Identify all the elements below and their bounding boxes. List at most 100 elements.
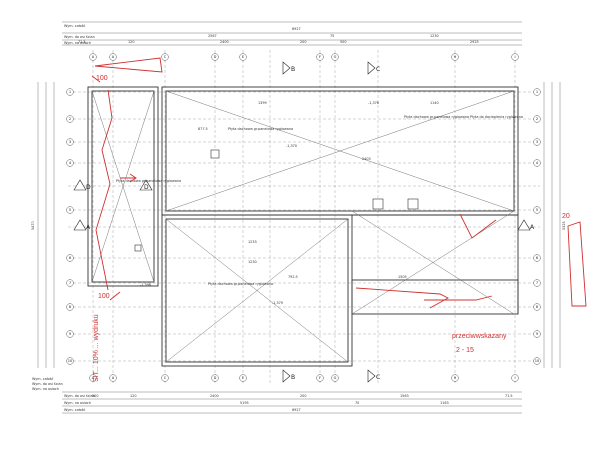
- svg-text:2: 2: [69, 117, 71, 121]
- svg-text:2: 2: [536, 117, 538, 121]
- svg-text:F: F: [319, 55, 321, 59]
- svg-text:A: A: [92, 376, 95, 380]
- dim-label-5: 1233: [248, 240, 257, 244]
- grid-bubble-bottom-F: F: [316, 374, 324, 382]
- svg-text:1: 1: [69, 90, 71, 94]
- grid-bubble-left-8: 8: [66, 303, 74, 311]
- top-small-dim-4: 200: [300, 40, 306, 44]
- grid-bubble-top-H: H: [451, 53, 459, 61]
- grid-bubble-bottom-H: H: [451, 374, 459, 382]
- grid-bubble-bottom-A2: A: [109, 374, 117, 382]
- svg-text:H: H: [454, 55, 457, 59]
- top-dimension-strip: [62, 21, 522, 46]
- grid-bubble-right-8: 8: [533, 303, 541, 311]
- svg-text:4: 4: [69, 161, 72, 165]
- grid-bubble-right-1: 1: [533, 88, 541, 96]
- grid-bubble-bottom-E: E: [239, 374, 247, 382]
- grid-bubble-top-I: I: [511, 53, 519, 61]
- svg-text:E: E: [242, 376, 245, 380]
- dim-label-3: 877.5: [198, 127, 208, 131]
- grid-bubble-bottom-G: G: [331, 374, 339, 382]
- top-small-dim-3: 2400: [220, 40, 229, 44]
- svg-text:9: 9: [69, 332, 72, 336]
- grid-bubble-right-4: 4: [533, 159, 541, 167]
- grid-bubble-right-3: 3: [533, 138, 541, 146]
- top-row-label-2: Wym. do osi ścian: [64, 35, 95, 39]
- svg-text:D: D: [214, 376, 217, 380]
- left-row-label-3: Wym. na osiach: [32, 387, 59, 391]
- bottom-row-label-3: Wym. całość: [64, 408, 86, 412]
- bottom-mid-dim-1: 5195: [240, 401, 249, 405]
- grid-bubbles-bottom: A A C D E F G H I: [89, 374, 519, 382]
- grid-bubble-top-A2: A: [109, 53, 117, 61]
- grid-lines: [68, 50, 540, 385]
- grid-bubble-top-F: F: [316, 53, 324, 61]
- svg-text:F: F: [319, 376, 321, 380]
- svg-text:10: 10: [68, 359, 73, 363]
- svg-text:8: 8: [536, 305, 539, 309]
- svg-text:10: 10: [535, 359, 540, 363]
- bottom-small-dim-4: 200: [300, 394, 306, 398]
- dim-label-8: 1230: [248, 260, 257, 264]
- svg-text:9: 9: [536, 332, 539, 336]
- top-small-dim-6: 2925: [470, 40, 479, 44]
- svg-text:1: 1: [536, 90, 538, 94]
- bottom-mid-dim-3: 1163: [440, 401, 449, 405]
- grid-bubble-left-10: 10: [66, 357, 74, 365]
- top-total-dim: 6927: [292, 27, 301, 31]
- grid-bubble-right-7: 7: [533, 279, 541, 287]
- building-outline: [87, 86, 519, 367]
- svg-text:8: 8: [69, 305, 72, 309]
- level-label-2: -1,376: [368, 101, 379, 105]
- roof-label-e: Płyta dachowa gr.panelowa ryglowana: [208, 282, 273, 286]
- markup-note-left-vertical: SIT... 10% ... wydruku: [93, 314, 100, 382]
- roof-label-d: Płyta dachowa gr.panelowa ryglowana: [116, 179, 181, 183]
- svg-text:A: A: [92, 55, 95, 59]
- svg-text:G: G: [334, 55, 337, 59]
- left-total-dim: 5470: [31, 221, 35, 230]
- section-mark-bb-bottom: B: [291, 374, 295, 381]
- grid-bubble-right-6: 6: [533, 254, 541, 262]
- red-markup: [91, 57, 587, 309]
- dim-label-4: 2403: [362, 157, 371, 161]
- roof-label-b: Płyta dachowa gr.panelowa ryglowana: [404, 115, 469, 119]
- svg-text:C: C: [164, 55, 167, 59]
- grid-bubble-top-C: C: [161, 53, 169, 61]
- markup-note-right-1: przeciwwskazany: [452, 333, 507, 340]
- section-mark-cc-top: C: [376, 66, 380, 73]
- svg-text:3: 3: [69, 140, 71, 144]
- svg-text:I: I: [514, 55, 515, 59]
- top-small-dim-5: 500: [340, 40, 346, 44]
- grid-bubble-top-D: D: [211, 53, 219, 61]
- roof-label-c: Płyta do docieplenia ryglowana: [470, 115, 523, 119]
- left-row-label-1: Wym. całość: [32, 377, 54, 381]
- grid-bubble-left-7: 7: [66, 279, 74, 287]
- grid-bubbles-left: 1 2 3 4 5 6 7 8 9 10: [66, 88, 74, 365]
- svg-text:I: I: [514, 376, 515, 380]
- grid-bubble-left-1: 1: [66, 88, 74, 96]
- section-mark-cc-bottom: C: [376, 374, 380, 381]
- bottom-total-dim: 6927: [292, 408, 301, 412]
- grid-bubble-left-2: 2: [66, 115, 74, 123]
- grid-bubble-right-5: 5: [533, 206, 541, 214]
- svg-text:7: 7: [69, 281, 71, 285]
- grid-bubble-top-A: A: [89, 53, 97, 61]
- top-small-dim-1: 71.5: [78, 40, 86, 44]
- svg-text:6: 6: [536, 256, 539, 260]
- bottom-dimension-strip: [62, 391, 522, 414]
- dim-label-6: 792.5: [288, 275, 298, 279]
- dim-label-1: 1399: [258, 101, 267, 105]
- svg-text:D: D: [214, 55, 217, 59]
- section-mark-aa-right: A: [530, 224, 535, 231]
- level-label-1: -1,370: [286, 144, 297, 148]
- level-label-3: -1,379: [272, 301, 283, 305]
- top-row-label-1: Wym. całość: [64, 24, 86, 28]
- grid-bubble-right-10: 10: [533, 357, 541, 365]
- right-total-dim: 5325: [562, 221, 566, 230]
- grid-bubble-right-2: 2: [533, 115, 541, 123]
- top-small-dim-2: 120: [128, 40, 134, 44]
- svg-text:3: 3: [536, 140, 538, 144]
- markup-note-100-top: 100: [96, 75, 108, 82]
- dim-label-7: 1505: [398, 275, 407, 279]
- grid-bubble-bottom-D: D: [211, 374, 219, 382]
